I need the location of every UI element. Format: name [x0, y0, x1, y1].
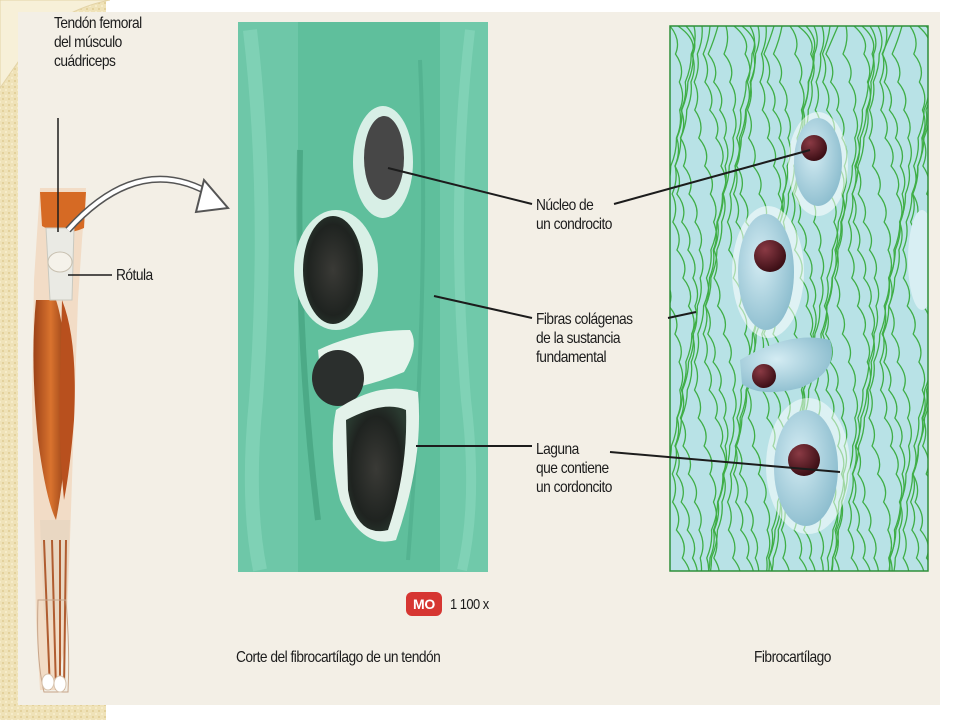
fibras-pointer-left	[433, 295, 533, 319]
fibrocartilage-illustration	[670, 26, 928, 571]
label-fibras: Fibras colágenas de la sustancia fundame…	[536, 311, 633, 366]
collagen-fiber	[855, 26, 880, 571]
caption-right: Fibrocartílago	[754, 649, 831, 666]
label-laguna: Laguna que contiene un cordoncito	[536, 441, 612, 496]
caption-left: Corte del fibrocartílago de un tendón	[236, 649, 441, 666]
nucleo-pointer-right	[613, 149, 811, 205]
collagen-fiber	[921, 102, 928, 478]
micrograph-image	[238, 22, 488, 572]
collagen-fiber	[713, 26, 737, 571]
label-tendon-femoral: Tendón femoral del músculo cuádriceps	[54, 15, 142, 70]
collagen-fiber	[671, 26, 695, 571]
collagen-fiber	[902, 26, 926, 571]
collagen-fiber	[679, 26, 704, 571]
collagen-fiber	[851, 26, 876, 571]
collagen-fiber	[693, 26, 718, 571]
fibras-pointer-right	[667, 311, 697, 319]
collagen-fiber	[911, 26, 928, 562]
collagen-fiber	[670, 26, 684, 571]
mo-badge: MO	[406, 592, 442, 616]
laguna-pointer-right	[609, 451, 841, 473]
nucleo-pointer-left	[387, 167, 533, 205]
label-rotula: Rótula	[116, 267, 153, 284]
collagen-fiber	[847, 26, 872, 571]
magnification-value: 1 100 x	[450, 596, 489, 613]
arrow-icon	[65, 175, 230, 233]
collagen-fiber	[868, 26, 893, 571]
leg-illustration	[32, 188, 86, 693]
muscle-shape	[33, 300, 68, 520]
collagen-fiber	[888, 26, 913, 571]
collagen-fiber	[674, 26, 699, 571]
label-nucleo: Núcleo de un condrocito	[536, 197, 612, 233]
